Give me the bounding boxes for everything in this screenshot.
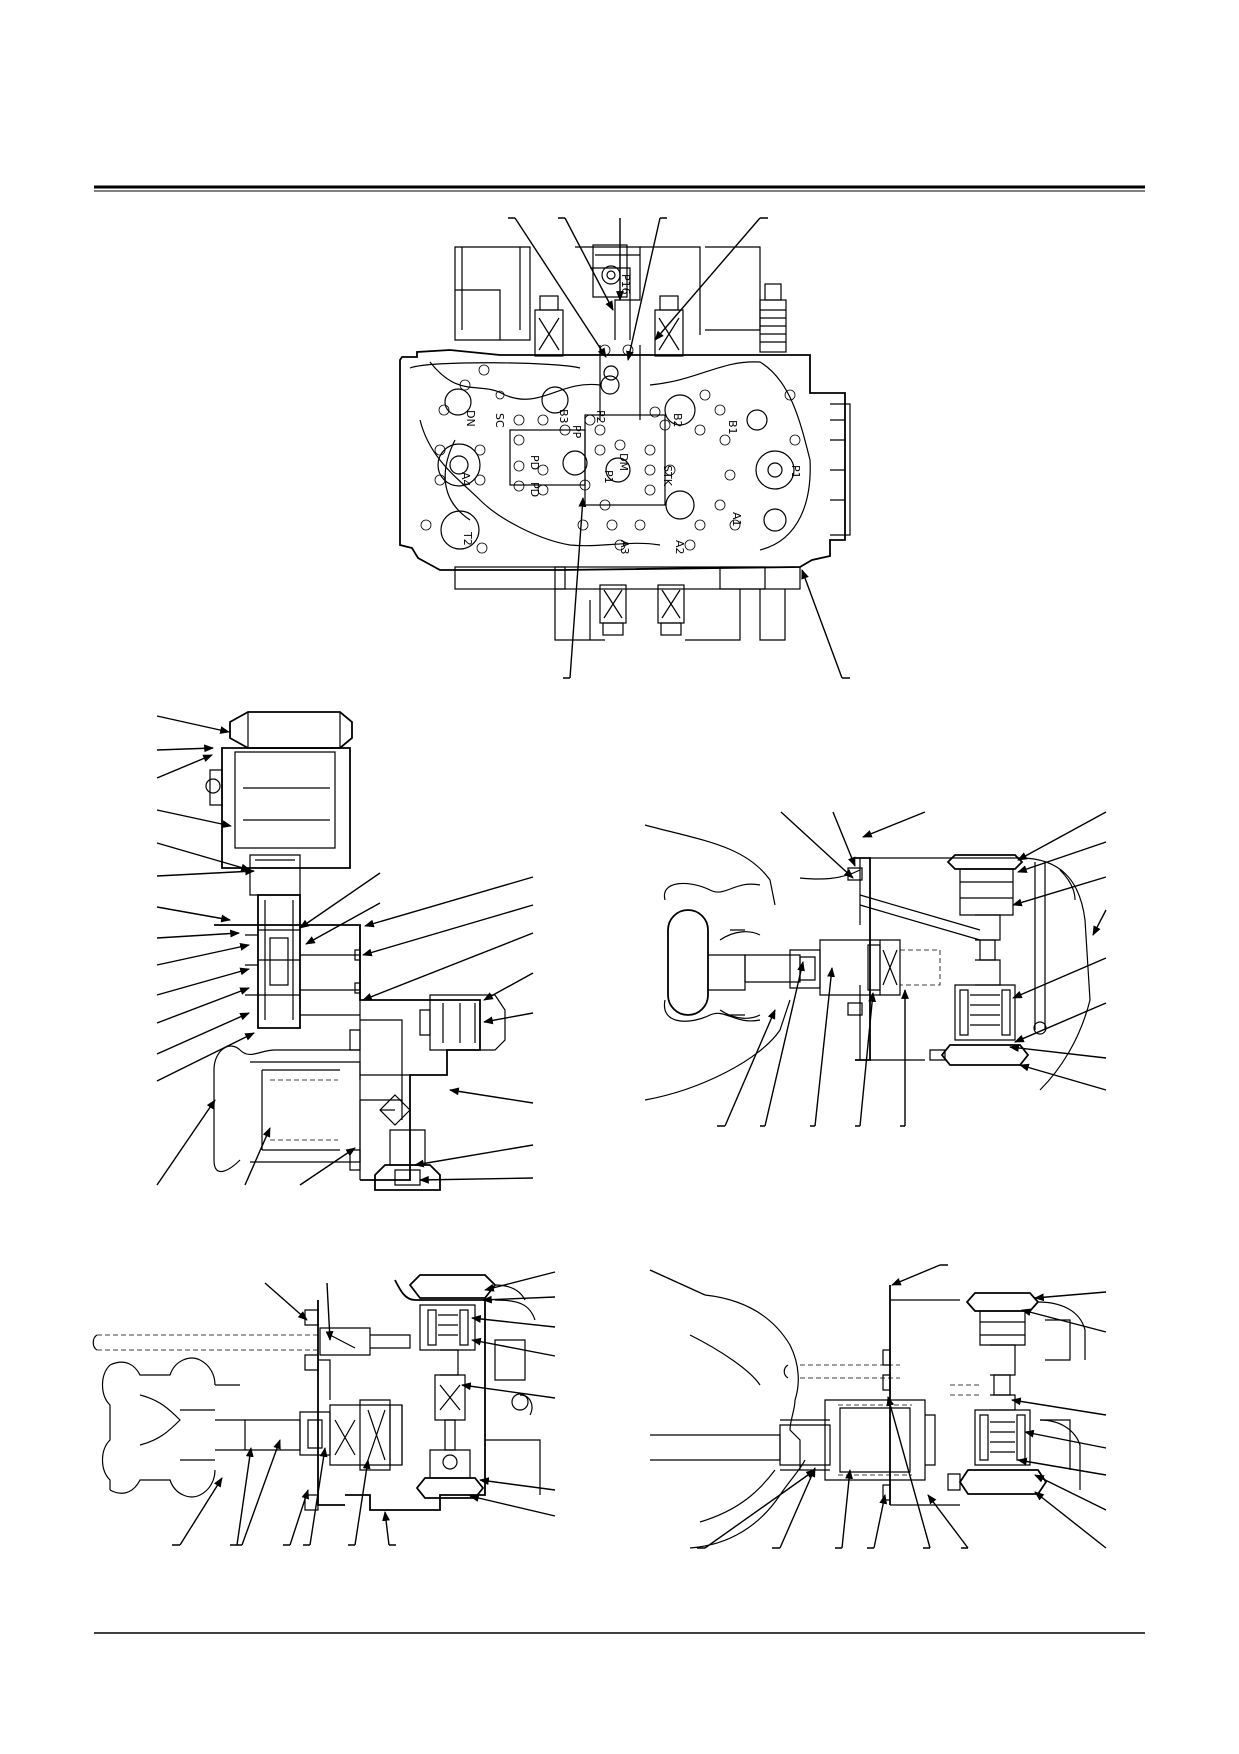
- port-label: P2: [594, 410, 607, 424]
- port-label: B3: [557, 409, 570, 424]
- port-label: A4: [459, 472, 472, 487]
- port-label: DM: [617, 453, 630, 471]
- port-label: B2: [671, 413, 684, 428]
- port-label: PD: [528, 455, 541, 470]
- valve-section-bottom-left: [92, 1271, 556, 1546]
- valve-section-bottom-right: [649, 1264, 1107, 1549]
- valve-section-right: [644, 811, 1107, 1127]
- port-label: P1: [602, 470, 615, 484]
- port-label: P16: [619, 274, 632, 295]
- port-label: B1: [726, 420, 739, 435]
- port-label: T2: [461, 531, 474, 546]
- valve-top-view: P16 DN SC B3 A4 T2 PP PD PD DM P1 P2 B2 …: [399, 217, 851, 679]
- port-label: STK: [661, 465, 674, 487]
- port-label: PD: [528, 482, 541, 497]
- port-label: P1: [789, 465, 802, 479]
- header-rule: [94, 185, 1145, 192]
- port-label: A3: [618, 540, 631, 555]
- port-label: DN: [464, 410, 477, 427]
- port-label: SC: [493, 413, 506, 428]
- port-label: A1: [730, 512, 743, 527]
- port-label: A2: [673, 540, 686, 555]
- valve-section-left: [156, 711, 534, 1191]
- port-label: PP: [570, 425, 583, 439]
